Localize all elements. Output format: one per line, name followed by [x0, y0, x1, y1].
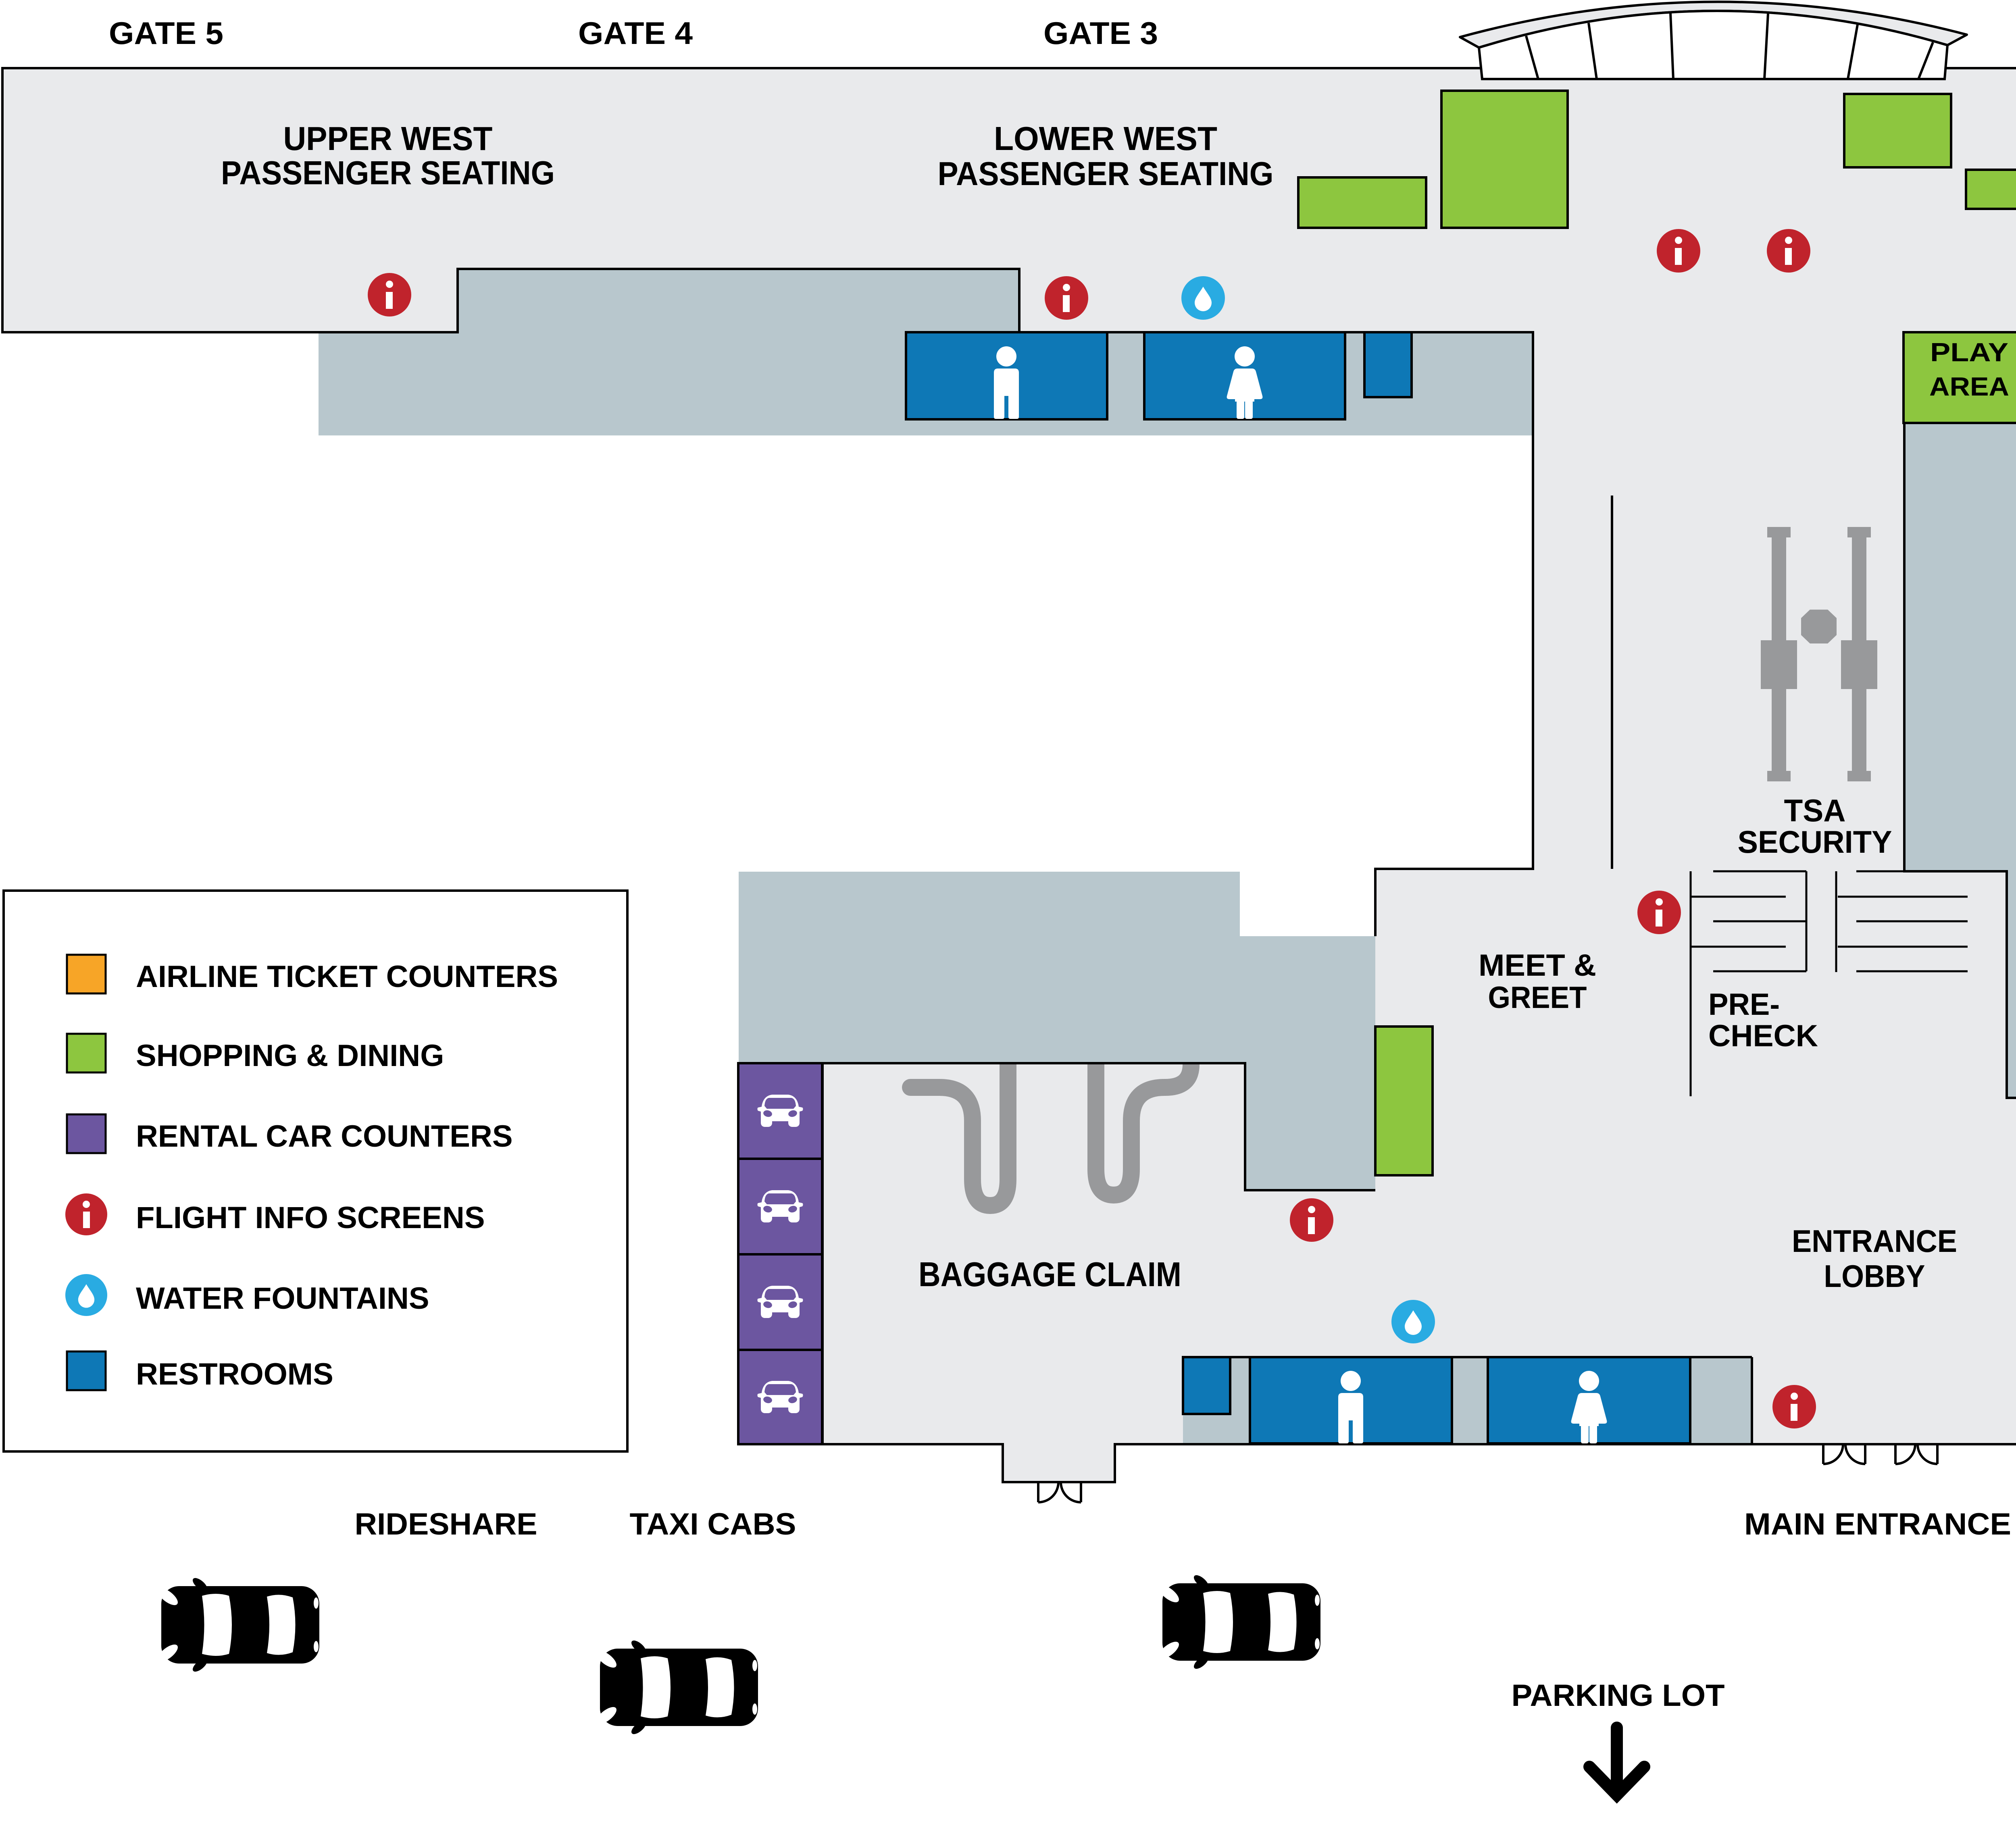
- svg-text:GATE 3: GATE 3: [1043, 15, 1158, 51]
- svg-text:PASSENGER SEATING: PASSENGER SEATING: [221, 154, 555, 192]
- svg-text:UPPER WEST: UPPER WEST: [283, 120, 493, 157]
- svg-text:GATE 5: GATE 5: [109, 15, 223, 51]
- svg-text:SHOPPING & DINING: SHOPPING & DINING: [136, 1039, 444, 1073]
- svg-text:AREA: AREA: [1929, 372, 2009, 401]
- svg-text:TAXI CABS: TAXI CABS: [630, 1507, 796, 1541]
- svg-text:RENTAL CAR COUNTERS: RENTAL CAR COUNTERS: [136, 1119, 513, 1154]
- svg-text:PARKING LOT: PARKING LOT: [1512, 1678, 1725, 1713]
- svg-text:CHECK: CHECK: [1708, 1019, 1818, 1053]
- svg-text:AIRLINE TICKET COUNTERS: AIRLINE TICKET COUNTERS: [136, 960, 558, 994]
- svg-text:MEET &: MEET &: [1479, 948, 1596, 983]
- svg-text:PRE-: PRE-: [1708, 987, 1780, 1022]
- svg-text:PLAY: PLAY: [1930, 337, 2008, 367]
- svg-text:RESTROOMS: RESTROOMS: [136, 1357, 333, 1391]
- svg-text:SECURITY: SECURITY: [1738, 824, 1892, 860]
- svg-text:ENTRANCE: ENTRANCE: [1792, 1223, 1957, 1259]
- svg-text:PASSENGER SEATING: PASSENGER SEATING: [938, 155, 1274, 192]
- svg-text:LOWER WEST: LOWER WEST: [994, 120, 1217, 157]
- svg-text:BAGGAGE CLAIM: BAGGAGE CLAIM: [918, 1256, 1181, 1294]
- svg-text:GATE 4: GATE 4: [578, 15, 693, 51]
- svg-text:LOBBY: LOBBY: [1824, 1258, 1925, 1294]
- svg-text:TSA: TSA: [1784, 793, 1846, 828]
- svg-text:MAIN ENTRANCE: MAIN ENTRANCE: [1744, 1507, 2011, 1541]
- svg-text:GREET: GREET: [1488, 981, 1587, 1015]
- svg-text:RIDESHARE: RIDESHARE: [355, 1507, 537, 1541]
- svg-text:FLIGHT INFO SCREENS: FLIGHT INFO SCREENS: [136, 1201, 485, 1235]
- svg-text:WATER FOUNTAINS: WATER FOUNTAINS: [136, 1281, 429, 1316]
